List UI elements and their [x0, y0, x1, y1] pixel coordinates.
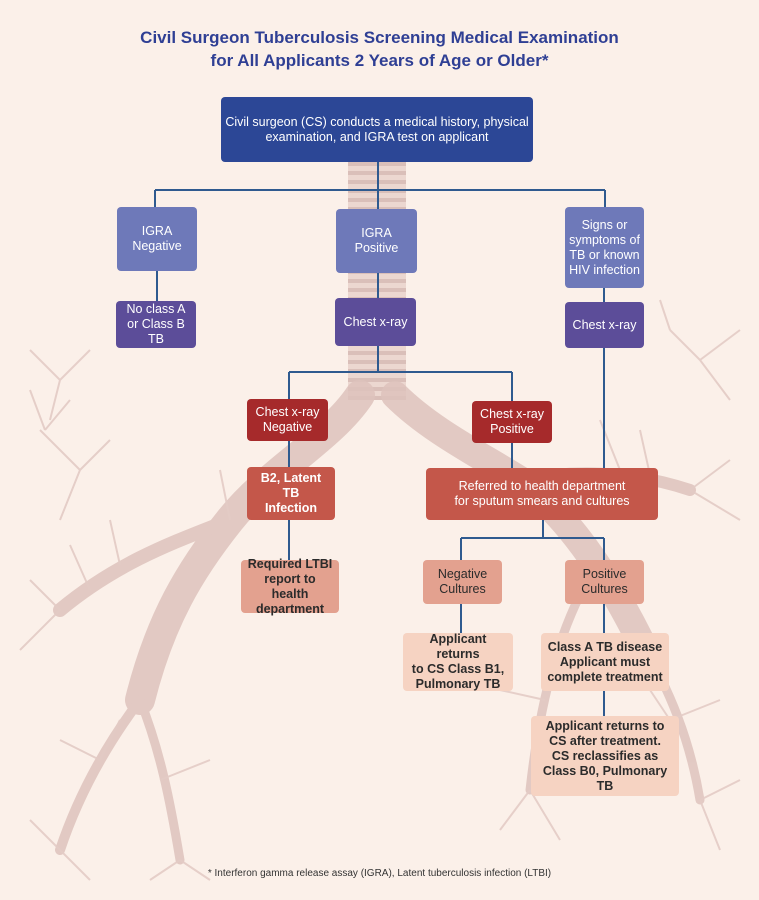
returns-b0-box: Applicant returns to CS after treatment.… — [531, 716, 679, 796]
referred-line-1: Referred to health department — [458, 479, 626, 493]
ltbi-line-2: report to health — [264, 571, 316, 601]
footnote: * Interferon gamma release assay (IGRA),… — [207, 868, 552, 879]
start-line-1: Civil surgeon (CS) conducts a medical hi… — [225, 114, 529, 129]
chest-xray-center-box: Chest x-ray — [335, 298, 416, 346]
title-line-1: Civil Surgeon Tuberculosis Screening Med… — [140, 28, 619, 47]
latent-tb-box: B2, Latent TB Infection — [247, 467, 335, 520]
xray-positive-line-1: Chest x-ray — [480, 407, 544, 421]
class-a-line-1: Class A TB disease — [547, 639, 663, 654]
igra-negative-line-2: Negative — [132, 239, 182, 253]
latent-tb-line-2: Infection — [264, 501, 318, 515]
referred-box: Referred to health department for sputum… — [426, 468, 658, 520]
referred-line-2: for sputum smears and cultures — [454, 494, 630, 508]
igra-positive-box: IGRA Positive — [336, 209, 417, 273]
start-box: Civil surgeon (CS) conducts a medical hi… — [221, 97, 533, 162]
xray-negative-line-1: Chest x-ray — [255, 405, 320, 419]
chest-xray-right-label: Chest x-ray — [572, 317, 637, 332]
igra-positive-line-1: IGRA — [361, 226, 392, 240]
signs-symptoms-box: Signs or symptoms of TB or known HIV inf… — [565, 207, 644, 288]
igra-positive-line-2: Positive — [354, 241, 399, 255]
class-a-line-2: Applicant must — [559, 654, 651, 669]
ltbi-report-box: Required LTBI report to health departmen… — [241, 556, 339, 616]
ltbi-line-3: department — [255, 601, 325, 616]
xray-negative-box: Chest x-ray Negative — [247, 399, 328, 441]
bronchiole-branches — [19, 299, 741, 881]
negative-cultures-box: Negative Cultures — [423, 560, 502, 604]
ltbi-line-1: Required LTBI — [247, 556, 333, 571]
returns-b0-line-3: CS reclassifies as — [551, 748, 659, 763]
start-line-2: examination, and IGRA test on applicant — [265, 129, 489, 144]
returns-b0-line-4: Class B0, Pulmonary TB — [542, 763, 668, 793]
diagram-title: Civil Surgeon Tuberculosis Screening Med… — [0, 26, 759, 72]
latent-tb-line-1: B2, Latent TB — [260, 471, 322, 500]
no-class-line-1: No class A — [126, 302, 186, 316]
returns-b0-line-2: CS after treatment. — [549, 733, 661, 748]
signs-line-2: symptoms of — [569, 232, 640, 247]
returns-b1-line-2: to CS Class B1, — [411, 662, 505, 676]
returns-b1-line-1: Applicant returns — [429, 632, 487, 661]
negative-cultures-line-2: Cultures — [439, 582, 486, 596]
xray-positive-line-2: Positive — [490, 422, 534, 436]
signs-line-1: Signs or — [581, 217, 628, 232]
igra-negative-line-1: IGRA — [141, 224, 173, 238]
returns-b1-line-3: Pulmonary TB — [415, 677, 501, 691]
returns-b0-line-1: Applicant returns to — [545, 718, 665, 733]
chest-xray-right-box: Chest x-ray — [565, 302, 644, 348]
signs-line-4: HIV infection — [569, 262, 640, 277]
title-line-2: for All Applicants 2 Years of Age or Old… — [210, 51, 549, 70]
no-class-line-2: or Class B TB — [127, 317, 185, 346]
no-class-box: No class A or Class B TB — [116, 301, 196, 348]
class-a-box: Class A TB disease Applicant must comple… — [541, 633, 669, 691]
negative-cultures-line-1: Negative — [437, 567, 488, 581]
positive-cultures-line-1: Positive — [582, 567, 627, 581]
returns-b1-box: Applicant returns to CS Class B1, Pulmon… — [403, 632, 513, 691]
positive-cultures-box: Positive Cultures — [565, 560, 644, 604]
xray-positive-box: Chest x-ray Positive — [472, 401, 552, 443]
class-a-line-3: complete treatment — [547, 669, 663, 684]
signs-line-3: TB or known — [569, 247, 640, 262]
chest-xray-center-label: Chest x-ray — [343, 314, 408, 329]
xray-negative-line-2: Negative — [262, 420, 313, 434]
igra-negative-box: IGRA Negative — [117, 207, 197, 271]
positive-cultures-line-2: Cultures — [581, 582, 628, 596]
